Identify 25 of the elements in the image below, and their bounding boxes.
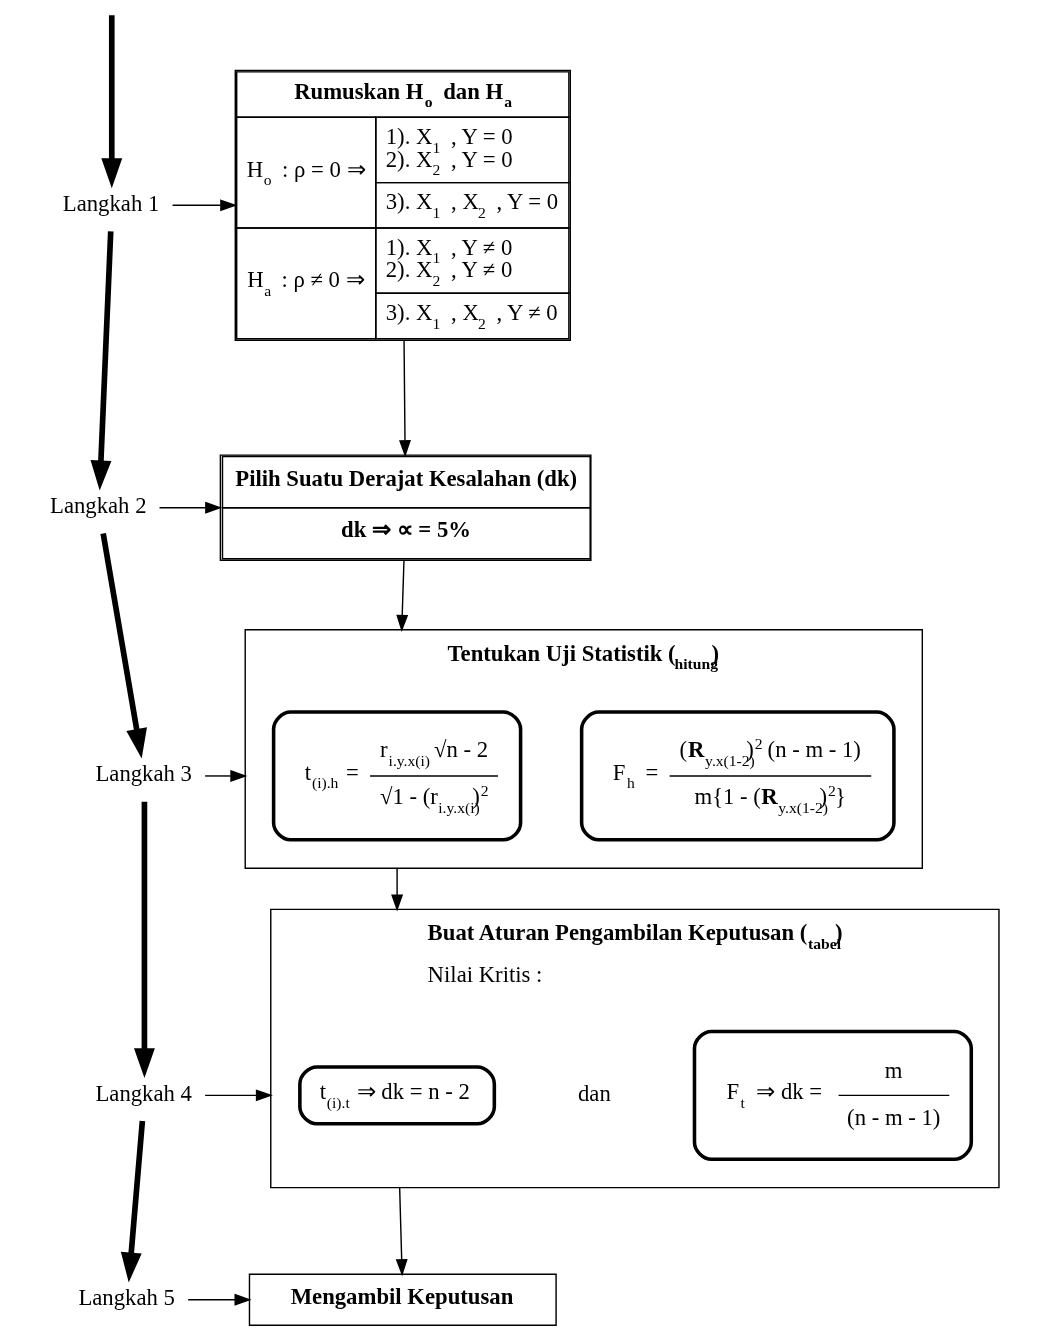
arrow (396, 559, 409, 632)
node-text: Langkah 5 (78, 1285, 175, 1311)
node-text: Langkah 2 (50, 493, 147, 519)
node-box: F$_{t}$ ⇒ dk = m (n - m - 1) (692, 1029, 974, 1161)
label: dan (578, 1080, 611, 1106)
node-box: F$_{h}$ = (R$_{y.x(1-2)}$)$^{2}$ (n - m - 1) m{1 - (R$_{y.x(1-2)}$)$^{2}$} (579, 710, 896, 842)
arrow (133, 801, 155, 1079)
arrow (399, 339, 411, 458)
arrow (120, 1120, 146, 1283)
arrow (158, 501, 223, 514)
node-box: t$_{(i).h}$ = r$_{i.y.x(i)}$ √n - 2 √1 - (r$_{i.y.x(i)}$)$^{2}$ (271, 710, 523, 842)
node-text: Langkah 4 (95, 1080, 192, 1106)
arrow (171, 199, 238, 212)
arrow (391, 867, 404, 912)
arrow (100, 533, 147, 759)
arrow (101, 15, 123, 189)
arrow (90, 231, 114, 491)
node-text: Langkah 3 (95, 761, 192, 787)
node-box: Mengambil Keputusan (248, 1273, 557, 1326)
arrow (187, 1293, 252, 1306)
arrow (204, 1089, 273, 1102)
arrow (204, 770, 248, 782)
node-text: Langkah 1 (62, 190, 160, 216)
arrow (395, 1186, 408, 1277)
node-box: t$_{(i).t}$ ⇒ dk = n - 2 (298, 1065, 497, 1126)
